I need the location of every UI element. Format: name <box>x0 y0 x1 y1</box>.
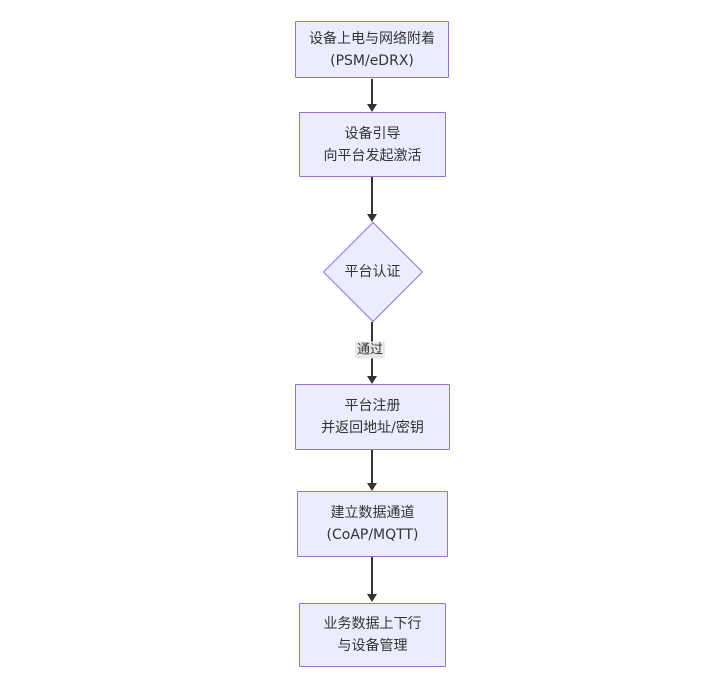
node-label-line: 并返回地址/密钥 <box>321 420 424 436</box>
node-label-line: 建立数据通道 <box>330 505 415 521</box>
node-label-line: (PSM/eDRX) <box>330 52 414 69</box>
node-label-line: 设备引导 <box>344 125 401 142</box>
node-label-line: 设备上电与网络附着 <box>309 30 435 47</box>
arrow-head-icon <box>367 483 377 491</box>
arrow-power-to-bootstrap <box>367 79 377 112</box>
node-platform-register: 平台注册 并返回地址/密钥 <box>295 384 450 450</box>
node-device-bootstrap: 设备引导 向平台发起激活 <box>299 112 446 177</box>
node-label-line: 业务数据上下行 <box>323 616 422 632</box>
node-label-line: 向平台发起激活 <box>323 147 422 164</box>
arrow-line <box>371 177 373 215</box>
node-power-network-attach: 设备上电与网络附着 (PSM/eDRX) <box>295 21 449 78</box>
decision-label: 平台认证 <box>344 264 401 280</box>
arrow-register-to-channel <box>367 450 377 491</box>
node-data-channel: 建立数据通道 (CoAP/MQTT) <box>297 491 448 557</box>
node-business-data: 业务数据上下行 与设备管理 <box>299 603 446 667</box>
node-label-line: 平台注册 <box>344 398 401 414</box>
arrow-line <box>371 79 373 105</box>
arrow-line <box>371 450 373 484</box>
node-label-line: 与设备管理 <box>337 638 408 654</box>
arrow-head-icon <box>367 214 377 222</box>
node-label-line: (CoAP/MQTT) <box>326 527 419 543</box>
decision-platform-auth: 平台认证 <box>322 221 423 323</box>
arrow-line <box>371 557 373 595</box>
arrow-head-icon <box>367 104 377 112</box>
arrow-head-icon <box>367 594 377 602</box>
arrow-channel-to-business <box>367 557 377 602</box>
edge-label-pass: 通过 <box>354 341 386 359</box>
arrow-head-icon <box>367 376 377 384</box>
arrow-bootstrap-to-auth <box>367 177 377 222</box>
